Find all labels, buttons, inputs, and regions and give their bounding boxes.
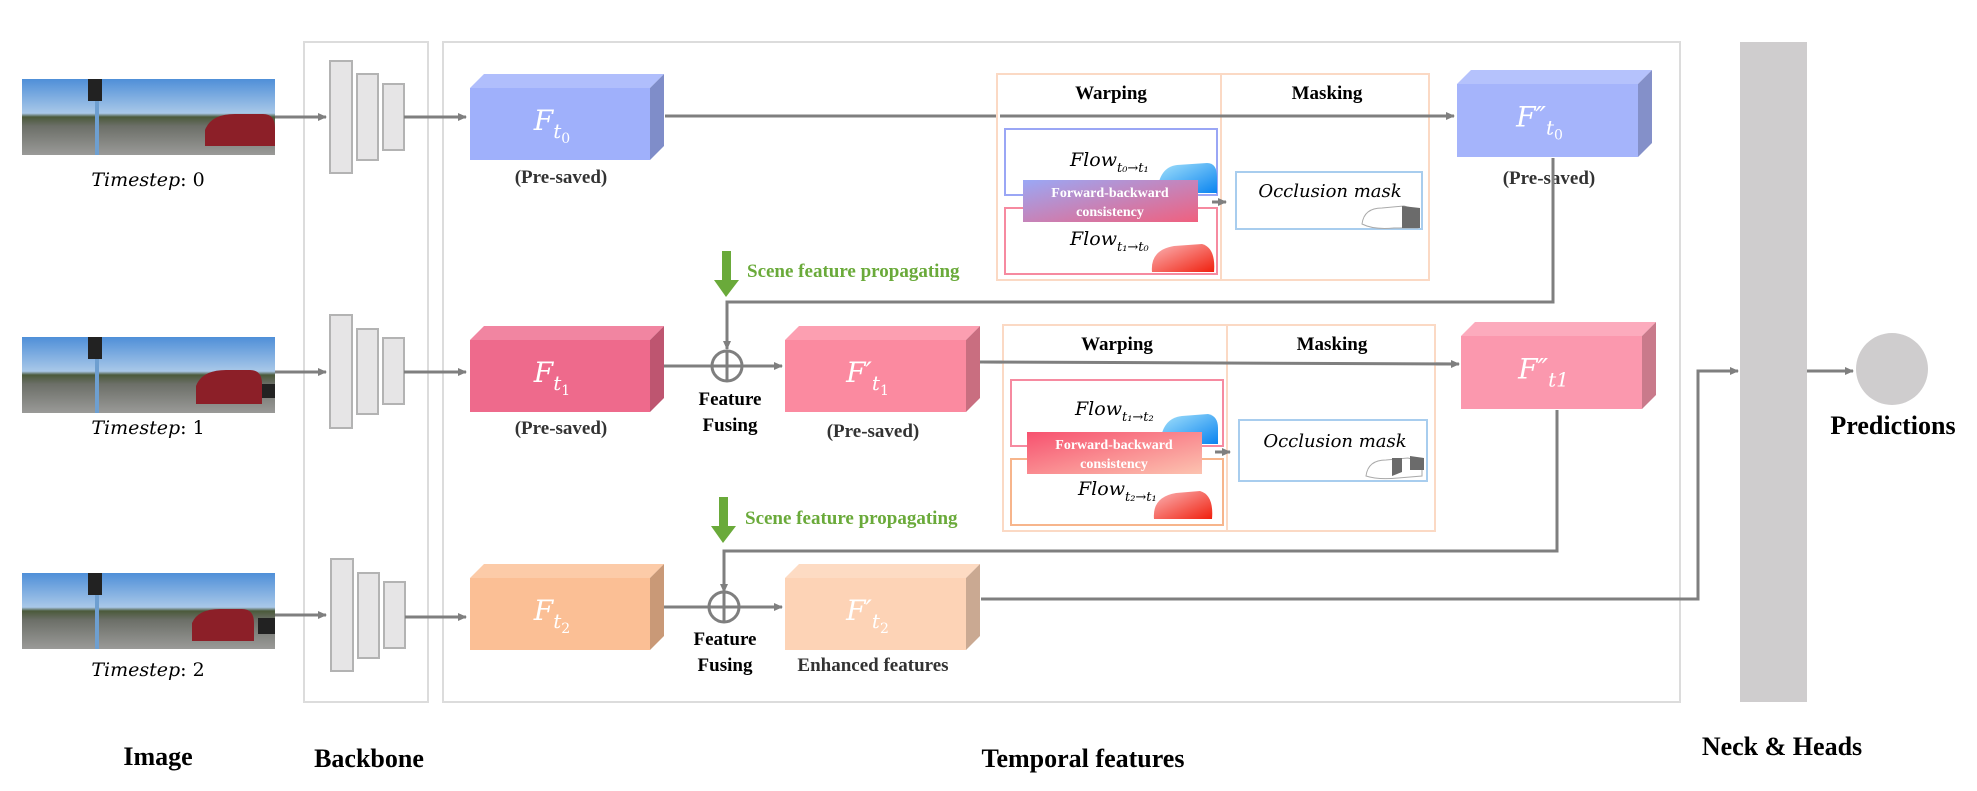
feature-symbol: F″t1 xyxy=(1517,353,1569,392)
timestep-label-2: Timestep: 2 xyxy=(91,659,204,681)
feature-block-fpp-t1: F″t1 xyxy=(1461,322,1656,409)
flow-backward-visual-1 xyxy=(1151,244,1215,272)
occlusion-mask-label-2: Occlusion mask xyxy=(1263,431,1406,452)
warping-title-1: Warping xyxy=(1075,83,1147,104)
flow-forward-label-2: Flowt₁→t₂ xyxy=(1074,398,1154,425)
fb-consistency-text-1b: consistency xyxy=(1076,205,1144,220)
flow-backward-visual-2 xyxy=(1153,491,1213,519)
feature-caption: (Pre-saved) xyxy=(515,418,608,439)
stage-label-temporal: Temporal features xyxy=(982,744,1185,773)
backbone-block-2 xyxy=(330,558,406,672)
fb-consistency-text-1a: Forward-backward xyxy=(1051,186,1169,201)
feature-caption: (Pre-saved) xyxy=(827,421,920,442)
arrow-enhanced-neck xyxy=(981,367,1739,601)
propagate-arrow-icon-1 xyxy=(714,251,739,297)
feature-symbol: Ft1 xyxy=(533,356,570,399)
feature-caption: (Pre-saved) xyxy=(515,167,608,188)
propagate-line-1 xyxy=(723,158,1555,350)
feature-symbol: F′t1 xyxy=(845,356,889,399)
feature-fusing-op-1 xyxy=(710,349,744,383)
occlusion-mask-shade-1 xyxy=(1402,206,1420,228)
input-image-t0 xyxy=(22,79,275,155)
warping-title-2: Warping xyxy=(1081,334,1153,355)
propagate-line-2 xyxy=(720,410,1559,593)
feature-block-fpp-t0: F″t0 xyxy=(1457,70,1652,157)
feature-block-f-t0: Ft0 xyxy=(470,74,664,160)
flow-backward-label-1: Flowt₁→t₀ xyxy=(1069,228,1150,255)
backbone-block-0 xyxy=(329,60,405,174)
feature-symbol: F′t2 xyxy=(845,594,889,637)
fb-consistency-text-2b: consistency xyxy=(1080,457,1148,472)
masking-title-1: Masking xyxy=(1292,83,1363,104)
predictions-node xyxy=(1856,333,1928,405)
feature-symbol: Ft0 xyxy=(533,104,570,147)
warp-mask-module-1: Warping Masking Flowt₀→t₁ Flowt₁→t₀ Forw… xyxy=(996,73,1454,281)
stage-label-image: Image xyxy=(123,742,192,771)
feature-block-f-t1: Ft1 xyxy=(470,326,664,412)
feature-fusing-label-1a: Feature xyxy=(699,389,762,410)
flow-forward-label-1: Flowt₀→t₁ xyxy=(1069,149,1149,176)
neck-heads-bar xyxy=(1740,42,1807,702)
feature-fusing-op-2 xyxy=(707,590,741,624)
masking-title-2: Masking xyxy=(1297,334,1368,355)
feature-symbol: F″t0 xyxy=(1515,101,1563,144)
backbone-block-1 xyxy=(329,314,405,429)
fb-consistency-badge-2 xyxy=(1027,432,1202,474)
predictions-label: Predictions xyxy=(1830,411,1955,440)
stage-label-backbone: Backbone xyxy=(314,744,424,773)
feature-fusing-label-1b: Fusing xyxy=(703,415,758,436)
timestep-label-1: Timestep: 1 xyxy=(91,417,204,439)
feature-block-f-t2: Ft2 xyxy=(470,564,664,650)
feature-block-fp-t1: F′t1 xyxy=(785,326,980,412)
feature-fusing-label-2b: Fusing xyxy=(698,655,753,676)
input-image-t2 xyxy=(22,573,275,649)
feature-caption: Enhanced features xyxy=(797,655,948,676)
timestep-label-0: Timestep: 0 xyxy=(91,169,204,191)
feature-fusing-label-2a: Feature xyxy=(694,629,757,650)
feature-symbol: Ft2 xyxy=(533,594,570,637)
propagate-arrow-icon-2 xyxy=(711,497,736,543)
warp-mask-module-2: Warping Masking Flowt₁→t₂ Flowt₂→t₁ Forw… xyxy=(979,324,1460,532)
occlusion-mask-label-1: Occlusion mask xyxy=(1258,181,1401,202)
feature-block-fp-t2: F′t2 xyxy=(785,564,980,650)
fb-consistency-badge-1 xyxy=(1023,180,1198,222)
feature-caption: (Pre-saved) xyxy=(1503,168,1596,189)
propagate-label-1: Scene feature propagating xyxy=(747,261,960,282)
input-image-t1 xyxy=(22,337,275,413)
occlusion-mask-shade-2 xyxy=(1392,456,1424,476)
stage-label-neck-heads: Neck & Heads xyxy=(1702,732,1862,761)
flow-backward-label-2: Flowt₂→t₁ xyxy=(1077,478,1157,505)
propagate-label-2: Scene feature propagating xyxy=(745,508,958,529)
fb-consistency-text-2a: Forward-backward xyxy=(1055,438,1173,453)
